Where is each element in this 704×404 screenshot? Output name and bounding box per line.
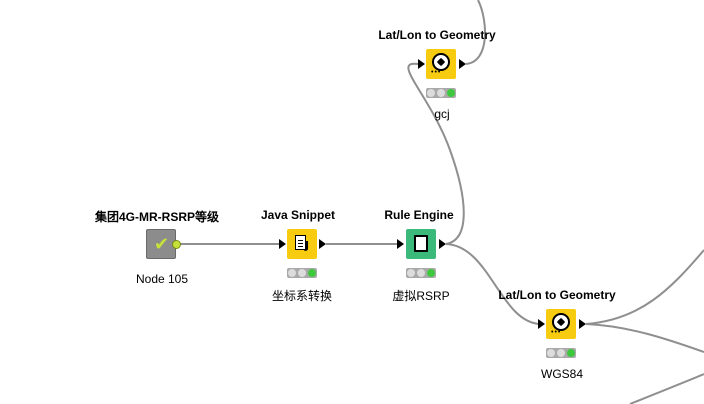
latlon-wgs84-input-port[interactable]: [538, 319, 545, 329]
document-icon: [295, 235, 306, 250]
connection-wgs84-out-right-1[interactable]: [585, 249, 704, 325]
rule-document-icon: [414, 235, 428, 252]
executed-light-icon: [567, 349, 575, 357]
connection-bottom-right[interactable]: [629, 373, 704, 404]
latlon-wgs84-output-port[interactable]: [579, 319, 586, 329]
compass-icon: [432, 53, 450, 71]
compass-icon: [552, 313, 570, 331]
node-label-rule-engine[interactable]: 虚拟RSRP: [392, 289, 450, 303]
latlon-gcj-node[interactable]: •••: [426, 49, 456, 79]
source-node[interactable]: ✔: [146, 229, 176, 259]
java-snippet-input-port[interactable]: [279, 239, 286, 249]
check-icon: ✔: [154, 234, 170, 255]
node-label-java-snippet[interactable]: 坐标系转换: [271, 289, 333, 303]
rule-engine-output-port[interactable]: [439, 239, 446, 249]
connection-rule-to-wgs84[interactable]: [445, 243, 541, 325]
java-snippet-status: [287, 268, 317, 278]
connection-gcj-out-top[interactable]: [465, 0, 487, 65]
node-title-rule-engine: Rule Engine: [384, 208, 454, 222]
latlon-wgs84-status: [546, 348, 576, 358]
java-snippet-node[interactable]: J: [287, 229, 317, 259]
latlon-gcj-input-port[interactable]: [418, 59, 425, 69]
latlon-gcj-status: [426, 88, 456, 98]
more-icon: •••: [551, 329, 562, 336]
executed-light-icon: [447, 89, 455, 97]
more-icon: •••: [431, 69, 442, 76]
latlon-gcj-output-port[interactable]: [459, 59, 466, 69]
node-title-latlon-gcj: Lat/Lon to Geometry: [378, 28, 496, 42]
connection-wgs84-out-right-2[interactable]: [585, 323, 704, 353]
rule-engine-input-port[interactable]: [397, 239, 404, 249]
java-icon: J: [305, 239, 310, 252]
rule-engine-status: [406, 268, 436, 278]
latlon-wgs84-node[interactable]: •••: [546, 309, 576, 339]
java-snippet-output-port[interactable]: [319, 239, 326, 249]
node-label-latlon-gcj[interactable]: gcj: [434, 107, 450, 121]
node-label-source[interactable]: Node 105: [135, 272, 189, 286]
source-output-port[interactable]: [172, 240, 181, 249]
node-title-latlon-wgs84: Lat/Lon to Geometry: [498, 288, 616, 302]
executed-light-icon: [427, 269, 435, 277]
rule-engine-node[interactable]: [406, 229, 436, 259]
node-title-source: 集团4G-MR-RSRP等级: [94, 210, 220, 224]
node-label-latlon-wgs84[interactable]: WGS84: [540, 367, 584, 381]
executed-light-icon: [308, 269, 316, 277]
node-title-java-snippet: Java Snippet: [260, 208, 336, 222]
connection-rule-to-gcj[interactable]: [407, 62, 465, 245]
